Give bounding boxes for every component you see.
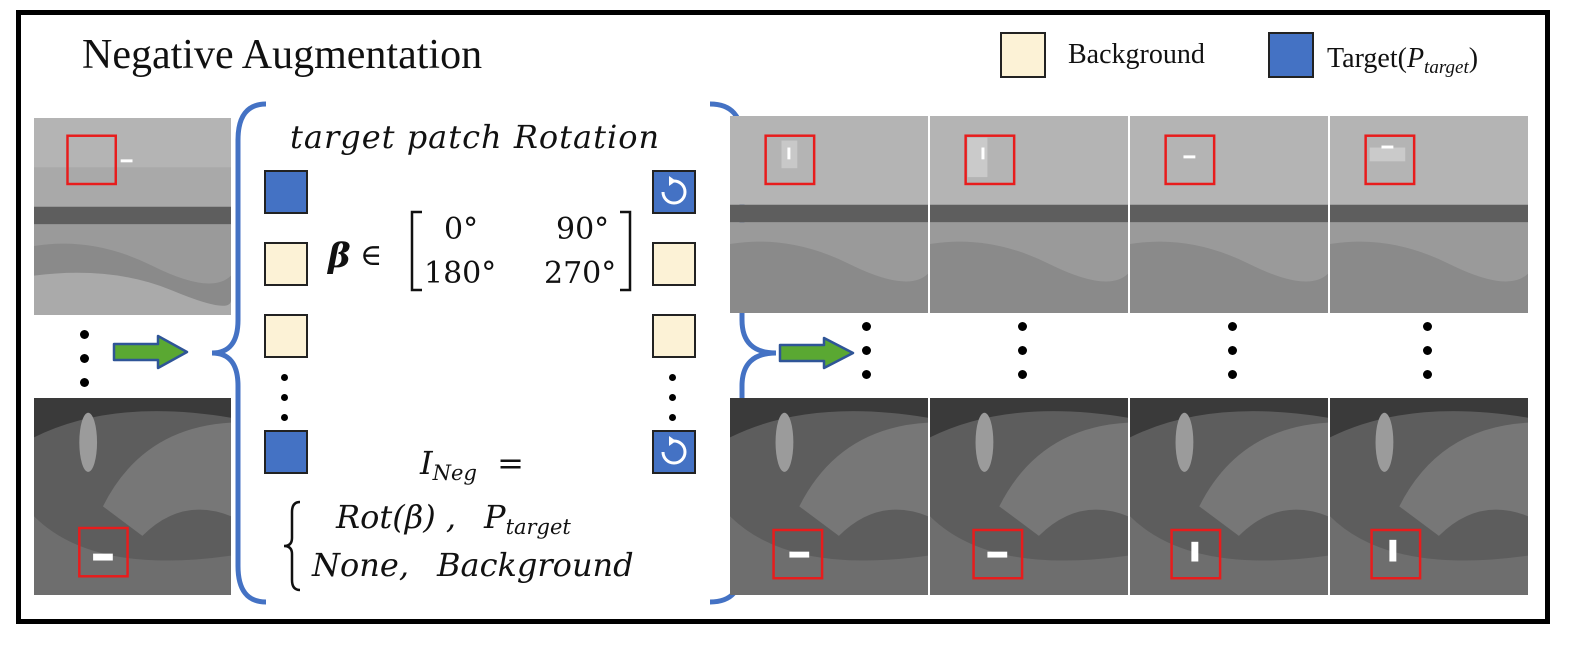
output-image-sky [930, 116, 1128, 313]
output-image-ground [1130, 398, 1328, 595]
output-image-sky [730, 116, 928, 313]
case-target: Rot(β) ,Ptarget [336, 498, 571, 539]
background-patch [652, 242, 696, 286]
ellipsis-dot [1228, 370, 1237, 379]
target-patch [264, 170, 308, 214]
matrix-left-bracket [410, 210, 422, 292]
ellipsis-dot [1018, 322, 1027, 331]
legend-background-swatch [1000, 32, 1046, 78]
ellipsis-dot [1018, 370, 1027, 379]
rotation-heading: target patch Rotation [290, 118, 661, 156]
ellipsis-dot [80, 354, 89, 363]
ellipsis-dot [281, 394, 288, 401]
equation-lhs: INeg = [420, 444, 524, 485]
ellipsis-dot [669, 394, 676, 401]
ellipsis-dot [1423, 346, 1432, 355]
figure-frame [16, 10, 1550, 624]
cases-brace [283, 500, 301, 592]
ellipsis-dot [1018, 346, 1027, 355]
input-image-sky [34, 118, 231, 315]
output-image-ground [730, 398, 928, 595]
ellipsis-dot [862, 346, 871, 355]
left-brace [211, 101, 267, 605]
ellipsis-dot [1228, 346, 1237, 355]
ellipsis-dot [862, 370, 871, 379]
matrix-cell: 270° [544, 256, 617, 291]
matrix-cell: 180° [424, 256, 497, 291]
legend-target-swatch [1268, 32, 1314, 78]
rotated-target-patch [652, 430, 696, 474]
ellipsis-dot [80, 330, 89, 339]
output-image-ground [1330, 398, 1528, 595]
ellipsis-dot [1423, 322, 1432, 331]
matrix-right-bracket [620, 210, 632, 292]
ellipsis-dot [281, 414, 288, 421]
ellipsis-dot [669, 414, 676, 421]
output-image-sky [1330, 116, 1528, 313]
output-image-sky [1130, 116, 1328, 313]
output-image-ground [930, 398, 1128, 595]
element-of-symbol: ∈ [360, 238, 383, 273]
target-patch [264, 430, 308, 474]
case-background: None,Background [312, 546, 634, 584]
matrix-cell: 0° [444, 212, 479, 247]
background-patch [264, 242, 308, 286]
ellipsis-dot [862, 322, 871, 331]
background-patch [652, 314, 696, 358]
flow-arrow-out [778, 336, 855, 370]
legend-background-label: Background [1068, 39, 1205, 70]
figure-title: Negative Augmentation [82, 32, 483, 78]
legend-target-label: Target(Ptarget) [1327, 43, 1479, 78]
matrix-cell: 90° [556, 212, 610, 247]
rotated-target-patch [652, 170, 696, 214]
ellipsis-dot [80, 378, 89, 387]
ellipsis-dot [1423, 370, 1432, 379]
background-patch [264, 314, 308, 358]
ellipsis-dot [281, 374, 288, 381]
input-image-ground [34, 398, 231, 595]
ellipsis-dot [1228, 322, 1237, 331]
ellipsis-dot [669, 374, 676, 381]
flow-arrow-in [112, 334, 189, 370]
beta-symbol: β [328, 236, 351, 276]
rotate-icon [661, 436, 687, 465]
rotate-icon [661, 176, 687, 205]
